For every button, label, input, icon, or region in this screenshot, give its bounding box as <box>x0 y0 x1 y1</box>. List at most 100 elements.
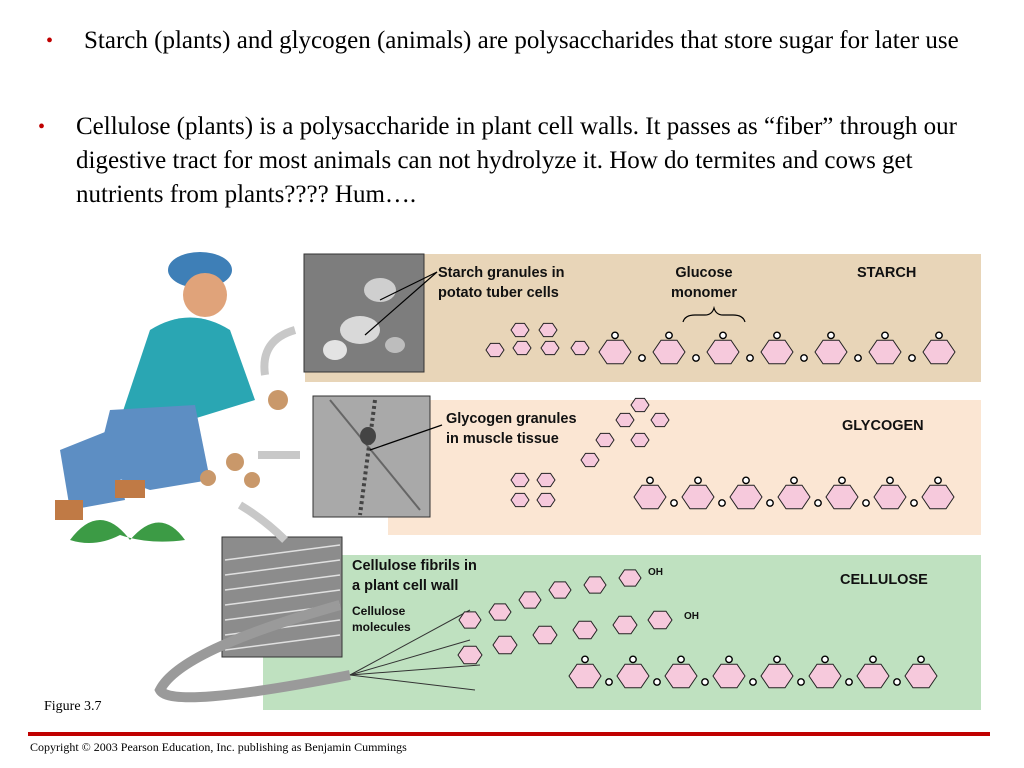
caption-line: molecules <box>352 620 411 634</box>
oxygen-atom <box>886 476 894 485</box>
caption-line: potato tuber cells <box>438 285 559 301</box>
figure-label: Figure 3.7 <box>44 699 102 714</box>
bullet-text: Cellulose (plants) is a polysaccharide i… <box>76 113 957 208</box>
oxygen-atom <box>917 655 925 664</box>
oxygen-atom <box>869 655 877 664</box>
glucose-ring <box>814 339 848 365</box>
oxygen-atom <box>665 331 673 340</box>
starch-title: STARCH <box>857 265 917 281</box>
caption-line: Starch granules in <box>438 265 565 281</box>
small-ring <box>510 322 530 338</box>
glucose-ring <box>568 663 602 689</box>
cellulose-ring <box>457 645 483 665</box>
oxygen-atom <box>581 655 589 664</box>
small-ring <box>536 492 556 508</box>
oxygen-atom <box>935 331 943 340</box>
small-ring <box>630 432 650 448</box>
oxygen-atom <box>766 499 774 507</box>
cellulose-ring <box>492 635 518 655</box>
glycogen-title: GLYCOGEN <box>842 418 924 434</box>
cellulose-ring <box>488 603 512 621</box>
oxygen-atom <box>790 476 798 485</box>
oxygen-atom <box>725 655 733 664</box>
cellulose-ring <box>618 569 642 587</box>
oxygen-atom <box>773 331 781 340</box>
bullet-starch-glycogen: • Starch (plants) and glycogen (animals)… <box>46 24 984 58</box>
cellulose-fibrils-caption: Cellulose fibrils in a plant cell wall <box>352 556 477 596</box>
glucose-ring <box>712 663 746 689</box>
cellulose-ring <box>548 581 572 599</box>
cellulose-ring <box>647 610 673 630</box>
cellulose-ring <box>532 625 558 645</box>
glucose-ring <box>598 339 632 365</box>
glucose-ring <box>633 484 667 510</box>
small-ring <box>540 340 560 356</box>
cellulose-title: CELLULOSE <box>840 572 928 588</box>
oxygen-atom <box>845 678 853 686</box>
glucose-ring <box>873 484 907 510</box>
oxygen-atom <box>934 476 942 485</box>
oxygen-atom <box>814 499 822 507</box>
oxygen-atom <box>692 354 700 362</box>
glycogen-granules-caption: Glycogen granules in muscle tissue <box>446 409 577 449</box>
cellulose-ring <box>458 611 482 629</box>
oxygen-atom <box>854 354 862 362</box>
glucose-ring <box>868 339 902 365</box>
cellulose-ring <box>518 591 542 609</box>
small-ring <box>595 432 615 448</box>
small-ring <box>485 342 505 358</box>
caption-line: monomer <box>670 285 738 301</box>
farmer-illustration <box>55 252 288 544</box>
oxygen-atom <box>718 499 726 507</box>
cellulose-ring <box>612 615 638 635</box>
oxygen-atom <box>749 678 757 686</box>
oxygen-atom <box>701 678 709 686</box>
small-ring <box>510 472 530 488</box>
small-ring <box>615 412 635 428</box>
oh-label: OH <box>684 611 699 622</box>
glucose-ring <box>856 663 890 689</box>
oxygen-atom <box>677 655 685 664</box>
glucose-ring <box>921 484 955 510</box>
glucose-ring <box>729 484 763 510</box>
small-ring <box>650 412 670 428</box>
oxygen-atom <box>605 678 613 686</box>
bullet-marker: • <box>38 116 46 138</box>
glucose-ring <box>681 484 715 510</box>
caption-line: a plant cell wall <box>352 578 459 594</box>
caption-line: Glycogen granules <box>446 411 577 427</box>
glucose-ring <box>760 339 794 365</box>
oxygen-atom <box>827 331 835 340</box>
oxygen-atom <box>893 678 901 686</box>
oxygen-atom <box>629 655 637 664</box>
oxygen-atom <box>646 476 654 485</box>
oxygen-atom <box>797 678 805 686</box>
glucose-ring <box>808 663 842 689</box>
small-ring <box>630 397 650 413</box>
oxygen-atom <box>773 655 781 664</box>
caption-line: Cellulose fibrils in <box>352 558 477 574</box>
caption-line: in muscle tissue <box>446 431 559 447</box>
small-ring <box>536 472 556 488</box>
small-ring <box>570 340 590 356</box>
bullet-cellulose: • Cellulose (plants) is a polysaccharide… <box>38 110 976 212</box>
oxygen-atom <box>800 354 808 362</box>
oxygen-atom <box>653 678 661 686</box>
oxygen-atom <box>821 655 829 664</box>
copyright-text: Copyright © 2003 Pearson Education, Inc.… <box>30 740 407 754</box>
glucose-ring <box>904 663 938 689</box>
oxygen-atom <box>670 499 678 507</box>
glucose-ring <box>777 484 811 510</box>
oxygen-atom <box>838 476 846 485</box>
glucose-ring <box>825 484 859 510</box>
bullet-marker: • <box>46 30 54 52</box>
glucose-ring <box>664 663 698 689</box>
oxygen-atom <box>881 331 889 340</box>
oxygen-atom <box>638 354 646 362</box>
oh-label: OH <box>648 567 663 578</box>
oxygen-atom <box>742 476 750 485</box>
oxygen-atom <box>908 354 916 362</box>
glucose-ring <box>652 339 686 365</box>
oxygen-atom <box>862 499 870 507</box>
